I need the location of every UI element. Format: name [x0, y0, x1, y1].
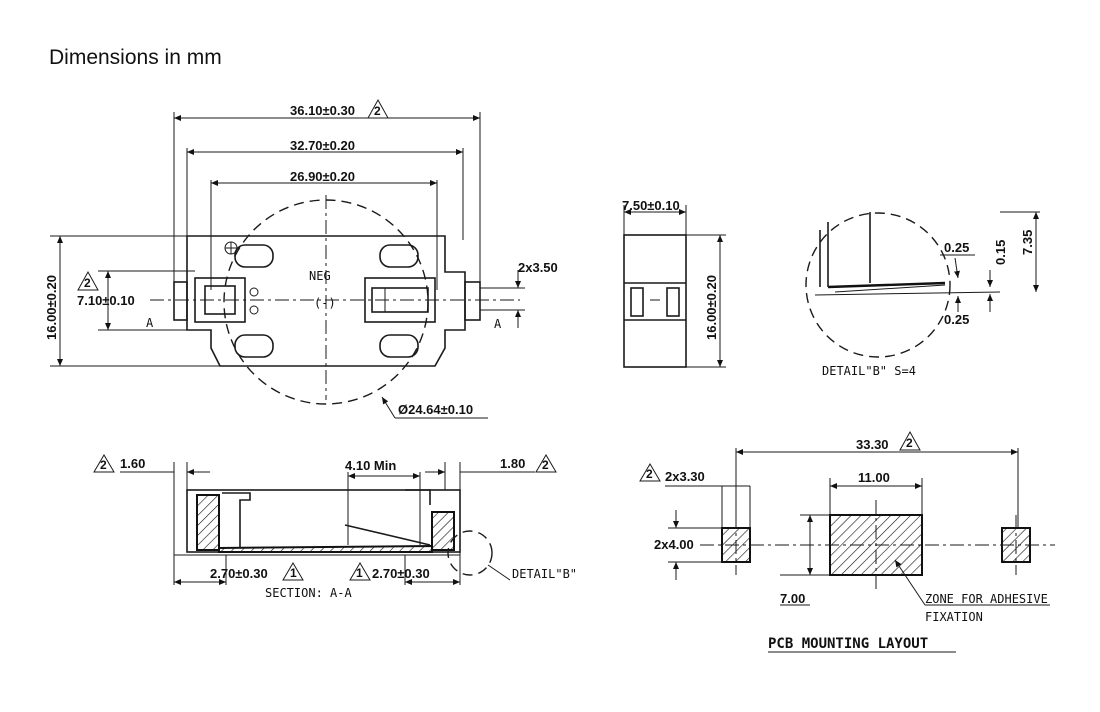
side-view: 7.50±0.10 16.00±0.20 [622, 198, 726, 368]
detail-ref-label: DETAIL"B" [512, 567, 577, 581]
pad-height-label: 2x4.00 [654, 537, 694, 552]
section-mark-right: A [494, 317, 502, 331]
rev-triangle-icon: 2 [77, 270, 99, 291]
rev-triangle-icon: 2 [93, 454, 115, 473]
svg-text:1: 1 [290, 566, 297, 580]
overall-width-label: 36.10±0.30 [290, 103, 355, 118]
svg-text:2: 2 [906, 436, 913, 450]
polarity-symbol: (-) [314, 296, 336, 310]
svg-text:2: 2 [100, 458, 107, 472]
side-height-label: 16.00±0.20 [704, 275, 719, 340]
detail-dim-c: 0.15 [993, 240, 1008, 265]
detail-dim-d: 7.35 [1020, 230, 1035, 255]
section-caption: SECTION: A-A [265, 586, 352, 600]
svg-text:1: 1 [356, 566, 363, 580]
depth-label: 7.50±0.10 [622, 198, 680, 213]
svg-text:2: 2 [374, 104, 381, 118]
zone-height-label: 7.00 [780, 591, 805, 606]
pcb-layout-view: 33.30 2 11.00 2 2x3.30 2x4.00 [639, 430, 1055, 653]
right-clip-label: 2.70±0.30 [372, 566, 430, 581]
right-wall-label: 1.80 [500, 456, 525, 471]
polarity-label: NEG [309, 269, 331, 283]
pin-width-label: 2x3.50 [518, 260, 558, 275]
detail-b-caption: DETAIL"B" S=4 [822, 364, 916, 378]
opening-label: 4.10 Min [345, 458, 396, 473]
detail-b-view: 0.25 0.25 0.15 7.35 DETAIL"B" S=4 [805, 211, 1040, 378]
left-clip-label: 2.70±0.30 [210, 566, 268, 581]
zone-label-1: ZONE FOR ADHESIVE [925, 592, 1048, 606]
rev-triangle-icon: 1 [282, 562, 304, 581]
section-view: 2 1.60 4.10 Min 1.80 2 2.70±0.30 1 [93, 454, 577, 600]
pcb-caption: PCB MOUNTING LAYOUT [768, 636, 928, 652]
left-wall-label: 1.60 [120, 456, 145, 471]
section-mark-left: A [146, 316, 154, 330]
zone-width-label: 11.00 [858, 470, 890, 485]
rev-triangle-icon: 2 [367, 98, 389, 119]
page-title: Dimensions in mm [49, 46, 222, 69]
rev-triangle-icon: 2 [639, 463, 661, 482]
detail-dim-b: 0.25 [944, 312, 969, 327]
svg-text:2: 2 [84, 276, 91, 290]
height-label: 16.00±0.20 [44, 275, 59, 340]
contact-width-label: 26.90±0.20 [290, 169, 355, 184]
pad-width-label: 2x3.30 [665, 469, 705, 484]
rev-triangle-icon: 1 [349, 562, 371, 581]
plus-icon [224, 241, 238, 255]
inner-width-label: 32.70±0.20 [290, 138, 355, 153]
pad-height-label: 7.10±0.10 [77, 293, 135, 308]
top-view: 36.10±0.30 2 32.70±0.20 26.90±0.20 [44, 98, 558, 419]
svg-text:2: 2 [646, 467, 653, 481]
detail-dim-a: 0.25 [944, 240, 969, 255]
diameter-label: Ø24.64±0.10 [398, 402, 473, 417]
zone-label-2: FIXATION [925, 610, 983, 624]
rev-triangle-icon: 2 [899, 430, 921, 451]
pcb-overall-label: 33.30 [856, 437, 889, 452]
svg-text:2: 2 [542, 458, 549, 472]
rev-triangle-icon: 2 [535, 454, 557, 473]
